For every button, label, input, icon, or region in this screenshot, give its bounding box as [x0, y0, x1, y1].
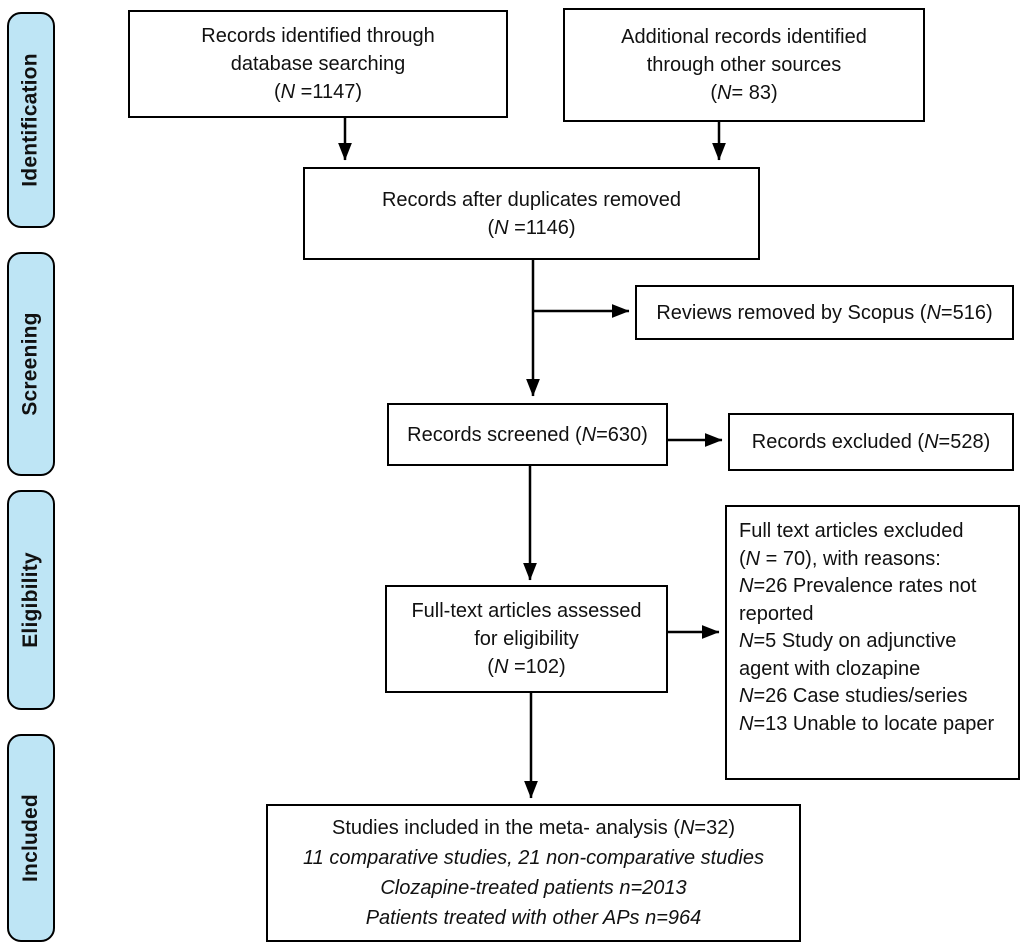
box-text-line: (N =1147): [273, 81, 363, 103]
box-text-line: N=13 Unable to locate paper: [739, 712, 995, 735]
box-studies-included: Studies included in the meta- analysis (…: [266, 804, 801, 942]
box-fulltext-excluded-reasons: Full text articles excluded (N = 70), wi…: [725, 505, 1020, 780]
stage-label-eligibility: Eligibility: [7, 490, 55, 710]
box-duplicates-removed: Records after duplicates removed (N =114…: [303, 167, 760, 260]
box-records-excluded: Records excluded (N=528): [728, 413, 1014, 471]
box-additional-records: Additional records identified through ot…: [563, 8, 925, 122]
box-text-line: through other sources: [646, 54, 842, 76]
box-text-line: (N =102): [487, 656, 566, 678]
box-text-line: Full-text articles assessed: [411, 600, 642, 622]
stage-label-screening: Screening: [7, 252, 55, 476]
box-text-line: (N = 70), with reasons:: [739, 547, 941, 570]
box-text-line: Patients treated with other APs n=964: [365, 907, 702, 929]
stage-label-text: Included: [19, 794, 43, 882]
box-text-line: database searching: [230, 53, 406, 75]
stage-label-text: Identification: [19, 53, 42, 187]
box-text-line: Reviews removed by Scopus (N=516): [656, 301, 993, 324]
box-text-line: Clozapine-treated patients n=2013: [380, 877, 687, 899]
box-text-line: Records excluded (N=528): [751, 431, 991, 453]
box-text-line: N=26 Prevalence rates not reported: [739, 575, 977, 625]
box-records-screened: Records screened (N=630): [387, 403, 668, 466]
box-reviews-removed: Reviews removed by Scopus (N=516): [635, 285, 1014, 340]
box-text-line: Full text articles excluded: [739, 520, 964, 542]
box-text-line: for eligibility: [474, 628, 579, 650]
box-text-line: (N =1146): [487, 216, 576, 239]
box-text-line: N=26 Case studies/series: [739, 685, 968, 707]
box-text-line: (N= 83): [710, 82, 778, 104]
box-text-line: Studies included in the meta- analysis (…: [331, 817, 735, 839]
box-records-identified: Records identified through database sear…: [128, 10, 508, 118]
box-text-line: N=5 Study on adjunctive agent with cloza…: [739, 630, 957, 680]
box-text-line: Records after duplicates removed: [381, 188, 682, 211]
box-text-line: 11 comparative studies, 21 non-comparati…: [303, 847, 764, 869]
box-text-line: Records identified through: [201, 25, 435, 47]
stage-label-text: Eligibility: [19, 552, 43, 648]
box-fulltext-assessed: Full-text articles assessed for eligibil…: [385, 585, 668, 693]
box-text-line: Records screened (N=630): [407, 423, 648, 446]
stage-label-identification: Identification: [7, 12, 55, 228]
box-text-line: Additional records identified: [621, 26, 867, 48]
stage-label-included: Included: [7, 734, 55, 942]
stage-label-text: Screening: [19, 312, 42, 416]
